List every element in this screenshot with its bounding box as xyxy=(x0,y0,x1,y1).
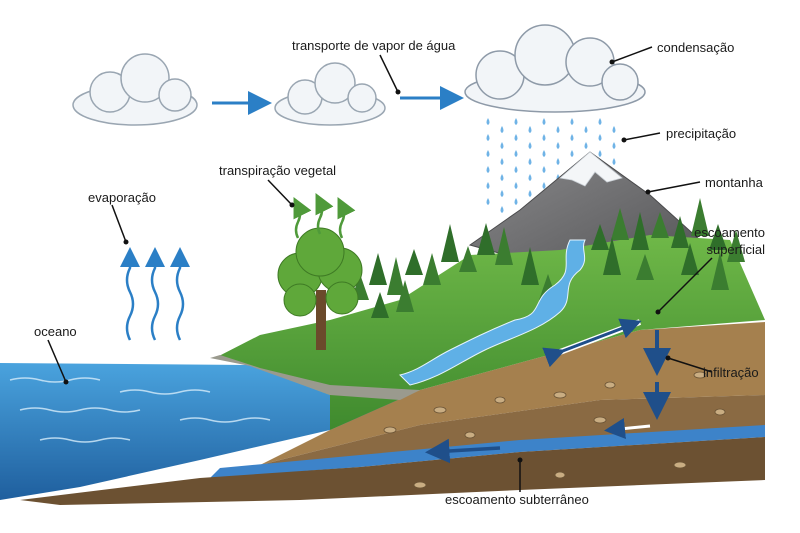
rain-drop xyxy=(556,126,560,133)
forest xyxy=(351,198,745,318)
label-vapor-transport: transporte de vapor de água xyxy=(292,38,456,53)
conifer-tree xyxy=(711,252,729,290)
label-infiltration: infiltração xyxy=(703,365,759,380)
conifer-tree xyxy=(369,253,387,285)
rain-drop xyxy=(598,150,602,157)
rain-drop xyxy=(486,198,490,205)
rain-drop xyxy=(500,206,504,213)
conifer-tree xyxy=(396,280,414,312)
mountain-snow xyxy=(559,151,623,187)
rain-drop xyxy=(584,142,588,149)
rain-drop xyxy=(500,142,504,149)
rain-drop xyxy=(486,182,490,189)
groundwater-arrow-2 xyxy=(425,438,501,464)
rain-drop xyxy=(514,182,518,189)
rain-drop xyxy=(570,118,574,125)
conifer-tree xyxy=(691,198,709,236)
rain-drop xyxy=(500,126,504,133)
soil-layer-bottom xyxy=(20,437,765,505)
conifer-tree xyxy=(521,247,539,285)
rain-drop xyxy=(612,126,616,133)
rain-drop xyxy=(500,158,504,165)
rain-drop xyxy=(542,182,546,189)
rain-drop xyxy=(528,126,532,133)
rain-drop xyxy=(514,150,518,157)
tree-trunk xyxy=(316,290,326,350)
tree-canopy xyxy=(277,227,363,317)
rain-drop xyxy=(612,158,616,165)
evaporation-arrows xyxy=(120,247,190,341)
rain-drop xyxy=(500,174,504,181)
label-ocean: oceano xyxy=(34,324,77,339)
soil-stones xyxy=(383,371,726,489)
label-groundwater-flow: escoamento subterrâneo xyxy=(445,492,589,507)
ocean-waves xyxy=(9,377,271,443)
rain-drop xyxy=(514,118,518,125)
rain-drop xyxy=(612,142,616,149)
rain-drop xyxy=(598,118,602,125)
conifer-tree xyxy=(611,208,629,240)
rain-drop xyxy=(528,158,532,165)
groundwater-arrow-1 xyxy=(604,418,651,439)
rain-drop xyxy=(528,142,532,149)
label-surface-runoff-line2: superficial xyxy=(706,242,765,257)
cloud-middle xyxy=(274,62,386,126)
label-transpiration: transpiração vegetal xyxy=(219,163,337,178)
rain-drop xyxy=(486,134,490,141)
label-mountain: montanha xyxy=(705,175,763,190)
rain-drop xyxy=(570,150,574,157)
groundwater-band xyxy=(210,425,765,478)
conifer-tree xyxy=(459,246,477,272)
river xyxy=(399,239,586,386)
conifer-tree xyxy=(681,243,699,275)
rain-drop xyxy=(570,134,574,141)
label-precipitation: precipitação xyxy=(666,126,737,141)
rain-drop xyxy=(584,126,588,133)
label-condensation: condensação xyxy=(657,40,735,55)
conifer-tree xyxy=(591,224,609,250)
rain-drop xyxy=(514,134,518,141)
conifer-tree xyxy=(441,224,459,262)
conifer-tree xyxy=(477,223,495,255)
cloud-left xyxy=(72,53,198,126)
rain-drop xyxy=(486,118,490,125)
ocean-water xyxy=(0,363,400,500)
conifer-tree xyxy=(603,237,621,275)
conifer-tree xyxy=(631,212,649,250)
label-surface-runoff-line1: escoamento xyxy=(694,225,765,240)
rain-drop xyxy=(598,134,602,141)
conifer-tree xyxy=(651,212,669,238)
rain-drop xyxy=(514,166,518,173)
conifer-tree xyxy=(405,249,423,275)
rain-drop xyxy=(514,198,518,205)
rain-drop xyxy=(542,134,546,141)
conifer-tree xyxy=(495,227,513,265)
rain-drop xyxy=(528,174,532,181)
transpiration-arrows xyxy=(293,193,356,239)
conifer-tree xyxy=(727,230,745,262)
surface-runoff-arrow-line xyxy=(542,318,642,368)
cloud-rain xyxy=(464,24,646,113)
conifer-tree xyxy=(423,253,441,285)
label-evaporation: evaporação xyxy=(88,190,156,205)
rain-drop xyxy=(542,166,546,173)
rain-drop xyxy=(556,158,560,165)
rain-drop xyxy=(486,150,490,157)
rain-drop xyxy=(556,142,560,149)
shore-rocks xyxy=(210,355,420,400)
rain-drop xyxy=(542,118,546,125)
rain-drop xyxy=(486,166,490,173)
leader-dots xyxy=(63,59,671,463)
rain-drop xyxy=(542,150,546,157)
rain-drop xyxy=(528,190,532,197)
rain-drop xyxy=(500,190,504,197)
conifer-tree xyxy=(387,257,405,295)
leader-lines xyxy=(47,46,713,492)
conifer-tree xyxy=(671,216,689,248)
conifer-tree xyxy=(636,254,654,280)
conifer-tree xyxy=(371,292,389,318)
conifer-tree xyxy=(709,224,727,250)
